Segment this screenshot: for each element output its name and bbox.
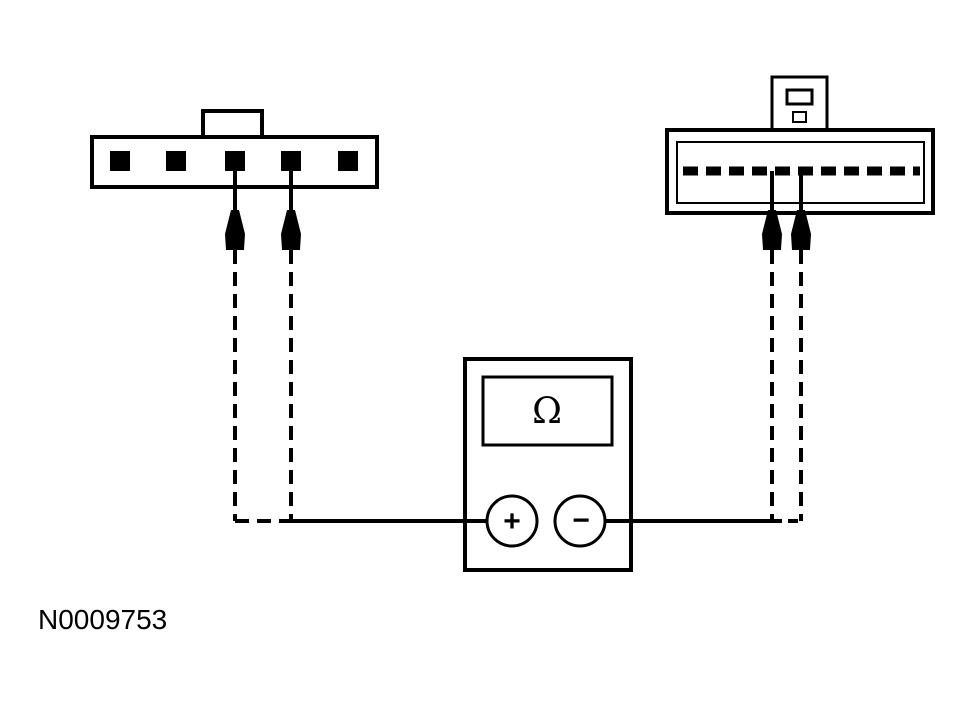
- right-probe-leads: [605, 171, 811, 523]
- right-connector: [665, 75, 935, 215]
- left-connector-pin-4: [281, 151, 301, 171]
- right-probe-tip-1: [762, 210, 782, 250]
- ohmmeter-display: [481, 375, 614, 447]
- ohmmeter: Ω + −: [463, 357, 633, 572]
- left-probe-tip-2: [281, 210, 301, 250]
- right-probe-tip-2: [791, 210, 811, 250]
- left-connector-pin-5: [338, 151, 358, 171]
- left-connector-pin-1: [110, 151, 130, 171]
- positive-terminal-label: +: [503, 505, 521, 538]
- ohmmeter-display-symbol: Ω: [532, 391, 562, 432]
- negative-terminal-label: −: [572, 504, 590, 537]
- reference-id: N0009753: [38, 604, 168, 635]
- left-connector-pin-2: [166, 151, 186, 171]
- left-probe-leads: [225, 171, 487, 523]
- left-connector-tab: [201, 109, 264, 140]
- right-connector-lock-slot: [785, 88, 814, 106]
- left-connector-pin-3: [225, 151, 245, 171]
- left-probe-tip-1: [225, 210, 245, 250]
- right-connector-lock-square: [792, 111, 807, 123]
